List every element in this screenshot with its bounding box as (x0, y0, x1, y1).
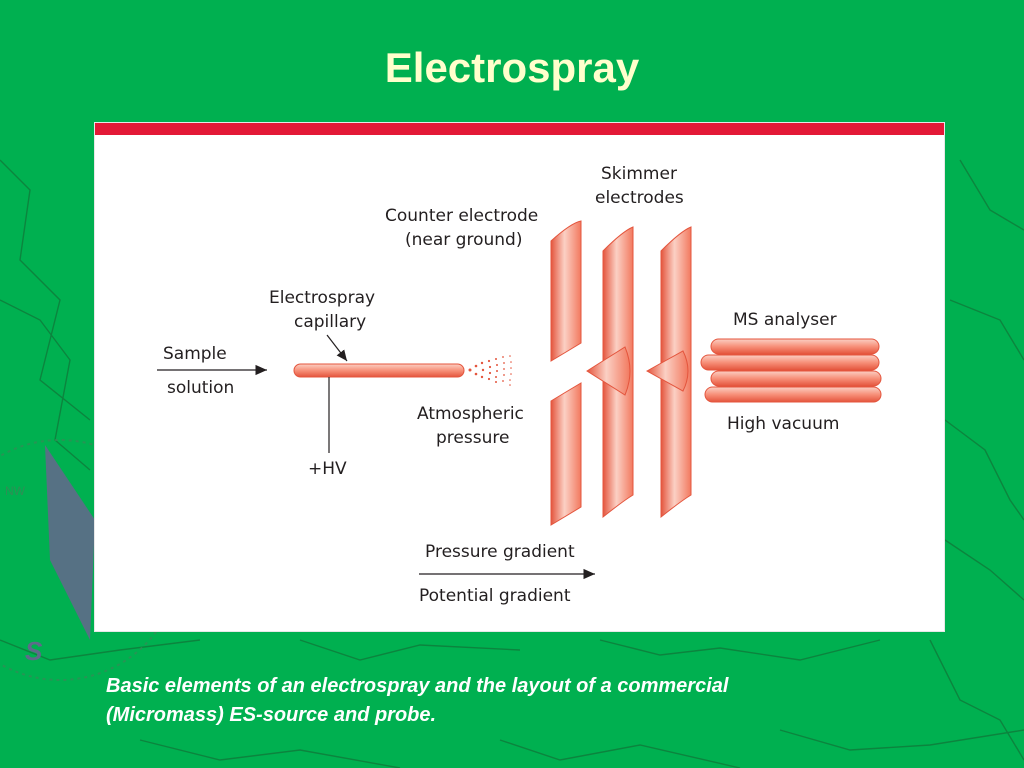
caption-line-2: (Micromass) ES-source and probe. (106, 704, 437, 726)
slide-caption: Basic elements of an electrospray and th… (106, 672, 966, 730)
label-potential-gradient: Potential gradient (419, 586, 571, 606)
counter-electrode-bottom (550, 382, 582, 526)
label-hv: +HV (308, 459, 347, 479)
label-capillary: capillary (294, 312, 367, 332)
svg-text:NW: NW (5, 484, 26, 498)
label-skimmer: Skimmer (601, 164, 677, 184)
electrospray-diagram (157, 220, 882, 580)
caption-line-1: Basic elements of an electrospray and th… (106, 675, 729, 697)
diagram-panel: Sample solution Electrospray capillary +… (94, 122, 945, 632)
skimmer-cone-2 (645, 350, 689, 392)
label-solution: solution (167, 378, 235, 398)
panel-top-bar (95, 123, 944, 135)
label-near-ground: (near ground) (405, 230, 523, 250)
label-electrodes: electrodes (595, 188, 684, 208)
label-atmospheric: Atmospheric (417, 404, 524, 424)
slide-title: Electrospray (384, 44, 640, 91)
svg-text:S: S (25, 636, 43, 666)
skimmer-cone-1 (586, 346, 631, 396)
label-sample: Sample (163, 344, 227, 364)
label-pressure: pressure (436, 428, 510, 448)
electrospray-capillary (293, 363, 465, 378)
label-high-vacuum: High vacuum (727, 414, 840, 434)
label-counter-electrode: Counter electrode (385, 206, 539, 226)
spray-plume (468, 355, 512, 386)
ms-analyser-rods (700, 338, 882, 403)
label-pressure-gradient: Pressure gradient (425, 542, 575, 562)
capillary-pointer (326, 334, 348, 362)
label-electrospray: Electrospray (269, 288, 376, 308)
counter-electrode-top (550, 220, 582, 362)
label-ms-analyser: MS analyser (733, 310, 837, 330)
